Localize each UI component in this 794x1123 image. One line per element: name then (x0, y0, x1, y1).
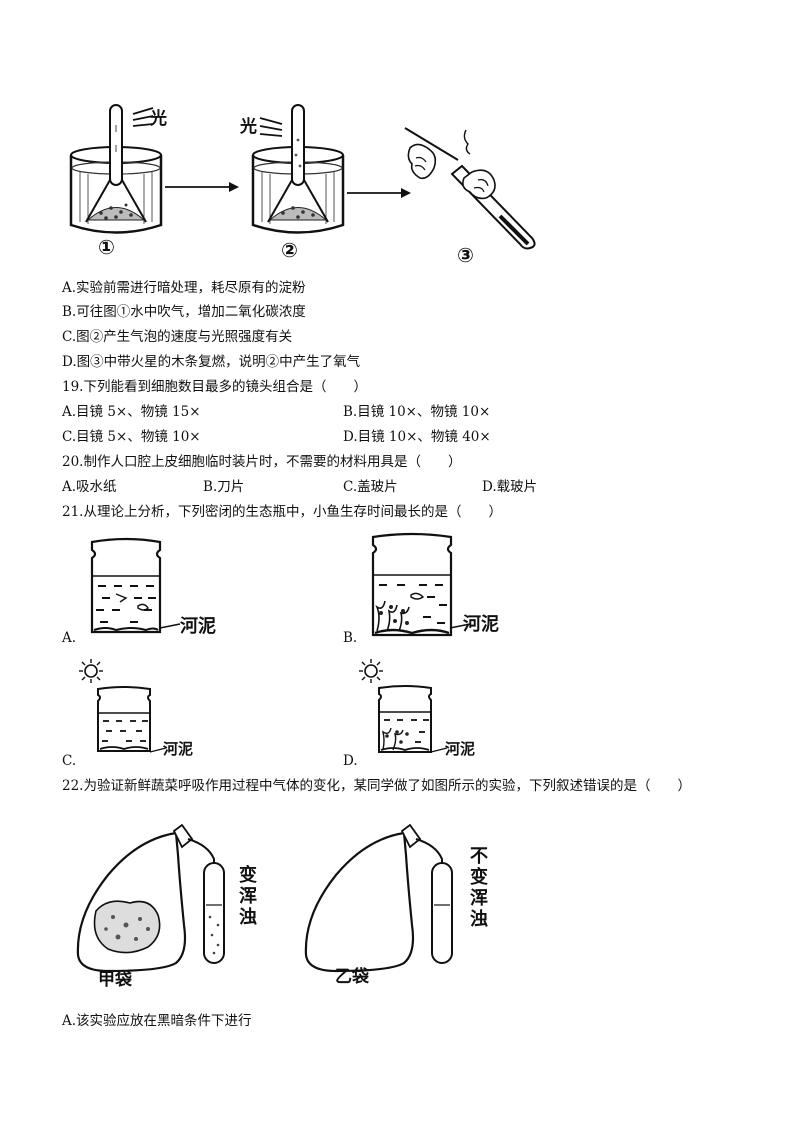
light-label-2: 光 (240, 117, 257, 137)
light-label-1: 光 (150, 109, 167, 129)
turbid-label: 变浑浊 (239, 865, 257, 928)
bag-yi-drawing (304, 823, 453, 973)
bag-jia-label: 甲袋 (98, 970, 132, 990)
q18-option-b: B.可往图①水中吹气，增加二氧化碳浓度 (62, 304, 306, 320)
jar-a-drawing (90, 537, 162, 634)
q20-option-a: A.吸水纸 (62, 479, 117, 495)
q18-option-c: C.图②产生气泡的速度与光照强度有关 (62, 329, 293, 345)
jar-b-mud-pointer (449, 623, 471, 629)
q20-stem: 20.制作人口腔上皮细胞临时装片时，不需要的材料用具是（ ） (62, 454, 462, 470)
q20-option-d: D.载玻片 (482, 479, 538, 495)
beaker-2-drawing (251, 104, 345, 234)
jar-b-mud-label: 河泥 (463, 614, 499, 635)
q22-stem: 22.为验证新鲜蔬菜呼吸作用过程中气体的变化，某同学做了如图所示的实验，下列叙述… (62, 778, 691, 794)
beaker-1-drawing (69, 104, 163, 234)
jar-a-mud-label: 河泥 (180, 616, 216, 637)
q18-option-a: A.实验前需进行暗处理，耗尽原有的淀粉 (62, 280, 306, 296)
not-turbid-label: 不变浑浊 (470, 846, 488, 930)
step-label-2: ② (281, 238, 298, 262)
q20-option-b: B.刀片 (203, 479, 245, 495)
sun-icon-d (359, 659, 383, 683)
jar-d-mud-pointer (430, 747, 448, 753)
sun-icon-c (79, 659, 103, 683)
q22-option-a: A.该实验应放在黑暗条件下进行 (62, 1013, 252, 1029)
jar-d-drawing (378, 685, 432, 753)
jar-d-mud-label: 河泥 (445, 740, 476, 758)
step-label-3: ③ (457, 243, 474, 267)
q21-option-c-label: C. (62, 753, 77, 769)
bag-jia-drawing (76, 823, 225, 973)
jar-a-mud-pointer (159, 623, 181, 629)
step-label-1: ① (98, 235, 115, 259)
jar-b-drawing (371, 532, 453, 637)
jar-c-mud-label: 河泥 (163, 740, 194, 758)
jar-c-drawing (97, 686, 151, 752)
q20-option-c: C.盖玻片 (343, 479, 398, 495)
arrow-1-to-2 (165, 182, 239, 192)
q21-stem: 21.从理论上分析，下列密闭的生态瓶中，小鱼生存时间最长的是（ ） (62, 504, 502, 520)
q19-option-d: D.目镜 10×、物镜 40× (343, 429, 491, 445)
q19-stem: 19.下列能看到细胞数目最多的镜头组合是（ ） (62, 379, 367, 395)
q19-option-b: B.目镜 10×、物镜 10× (343, 404, 491, 420)
light-arrows-2 (259, 117, 283, 137)
q19-option-c: C.目镜 5×、物镜 10× (62, 429, 201, 445)
jar-c-mud-pointer (149, 747, 167, 753)
q21-option-a-label: A. (62, 630, 77, 646)
light-arrows-1 (132, 107, 154, 127)
q21-option-d-label: D. (343, 753, 358, 769)
q19-option-a: A.目镜 5×、物镜 15× (62, 404, 201, 420)
q21-option-b-label: B. (343, 630, 358, 646)
hand-test-tube-splint-drawing (404, 127, 536, 250)
q18-option-d: D.图③中带火星的木条复燃，说明②中产生了氧气 (62, 354, 361, 370)
arrow-2-to-3 (347, 188, 411, 198)
bag-yi-label: 乙袋 (335, 967, 369, 987)
